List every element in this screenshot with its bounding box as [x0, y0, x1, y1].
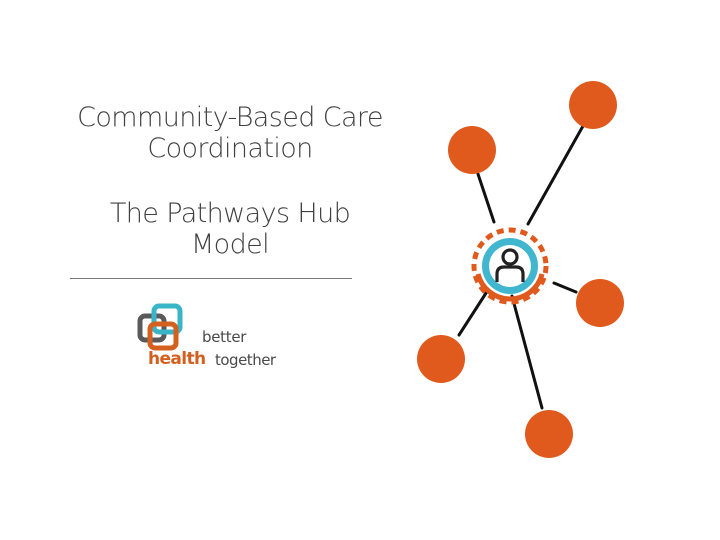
logo-word-better: better [202, 328, 247, 346]
node-top-left [448, 126, 496, 174]
hub-network-diagram [417, 81, 624, 458]
connector-right [552, 281, 578, 294]
title-block: Community-Based Care Coordination The Pa… [40, 102, 420, 260]
person-icon [495, 248, 525, 282]
node-bottom [525, 410, 573, 458]
logo-word-health: health [148, 349, 206, 369]
connector-top-right [526, 124, 585, 226]
logo-squares-icon [137, 303, 183, 351]
logo-word-together: together [215, 351, 276, 369]
connector-top-left [476, 172, 496, 224]
node-top-right [569, 81, 617, 129]
slide-subtitle-line-1: The Pathways Hub [109, 198, 351, 229]
hub [471, 227, 549, 305]
title-divider [70, 278, 352, 279]
slide-title-line-1: Community-Based Care [77, 102, 383, 133]
hub-solid-arc [475, 273, 545, 302]
connector-bottom [510, 294, 544, 410]
node-bottom-left [417, 335, 465, 383]
hub-dashed-ring [471, 227, 549, 305]
slide-title-line-2: Coordination [147, 133, 313, 164]
network-connectors [457, 124, 585, 410]
node-right [576, 279, 624, 327]
connector-bottom-left [457, 288, 490, 337]
slide-subtitle-line-2: Model [190, 229, 270, 260]
better-health-together-logo: better health together [136, 302, 306, 382]
